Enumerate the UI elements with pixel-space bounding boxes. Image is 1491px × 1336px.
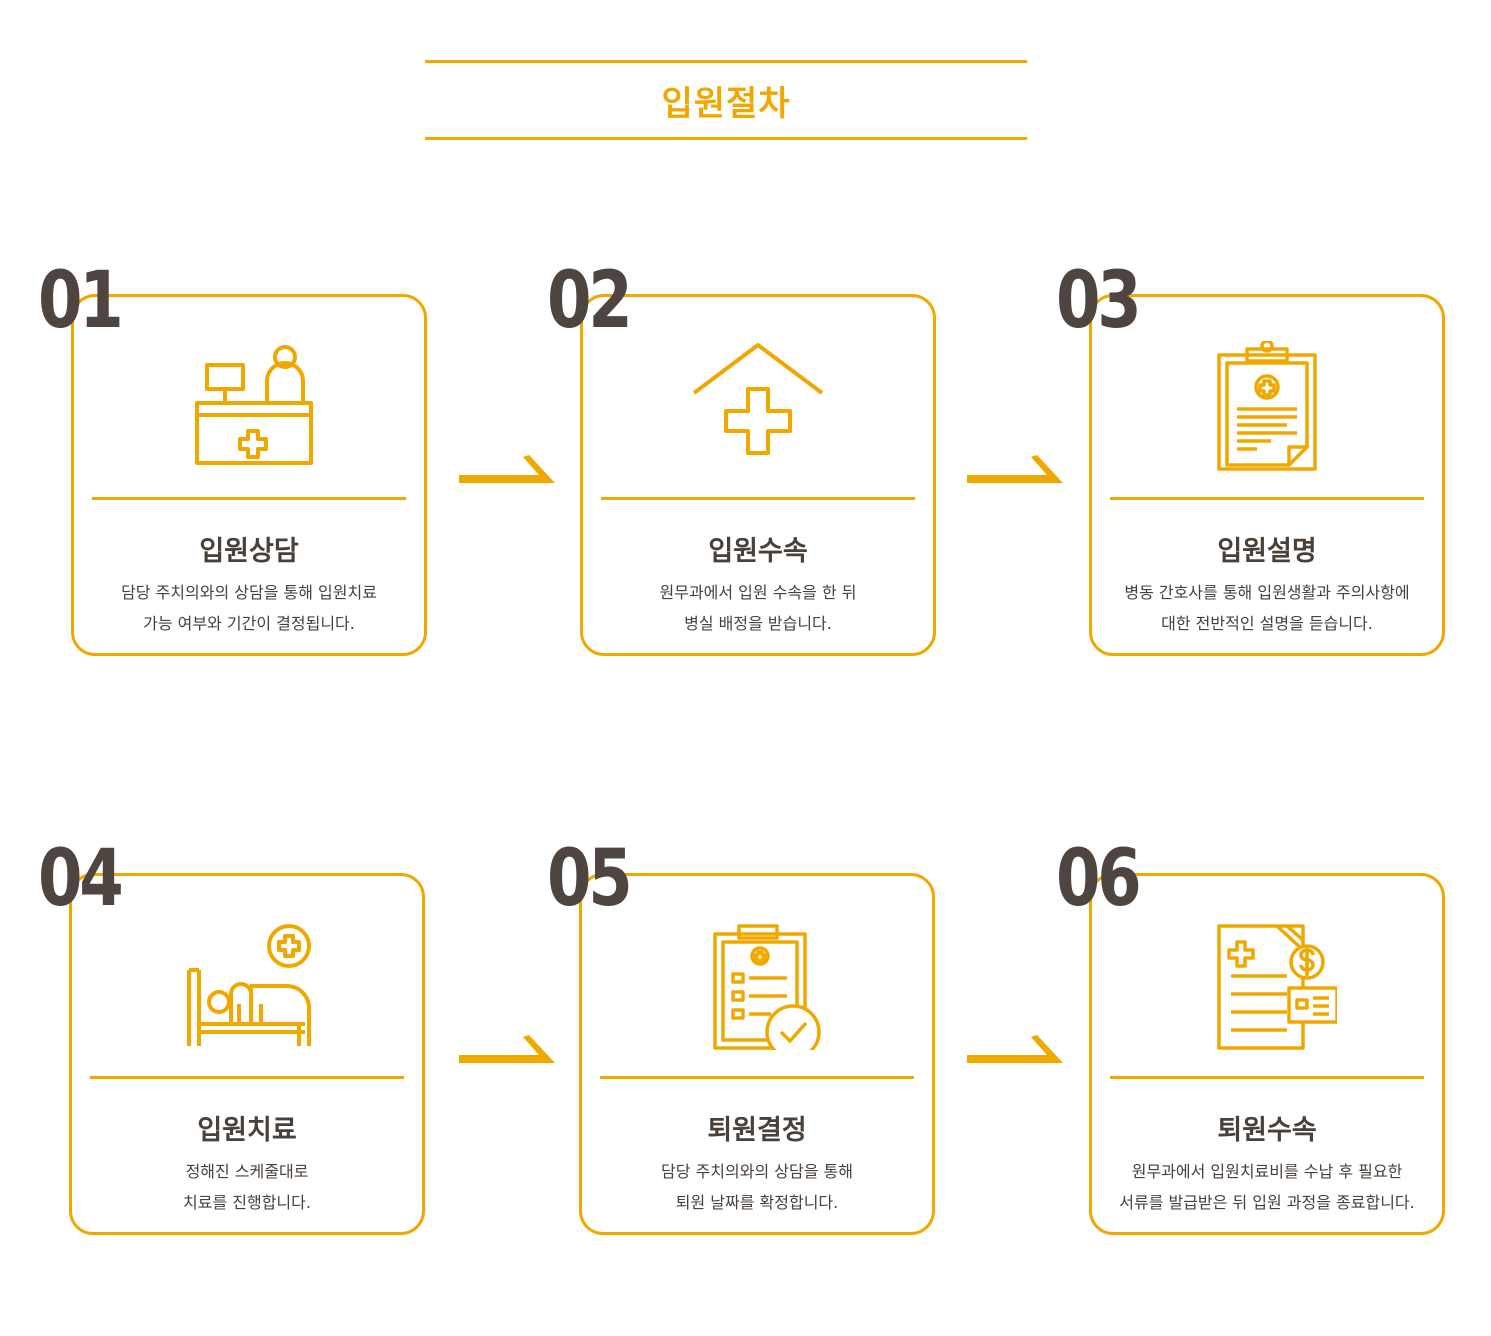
step-title: 입원치료 — [197, 1115, 297, 1146]
card-divider — [1110, 1076, 1424, 1079]
hospital-bed-icon — [177, 920, 317, 1050]
arrow-right-icon — [459, 1035, 557, 1065]
arrow-right-icon — [967, 1035, 1065, 1065]
step-description: 원무과에서 입원 수속을 한 뒤 병실 배정을 받습니다. — [583, 577, 933, 639]
card-divider — [90, 1076, 404, 1079]
step-description-line: 대한 전반적인 설명을 듣습니다. — [1161, 614, 1373, 633]
step-number: 03 — [1056, 256, 1142, 346]
step-number: 04 — [38, 834, 124, 924]
arrow-right-icon — [459, 455, 557, 485]
step-number: 02 — [547, 256, 633, 346]
step-description-line: 병동 간호사를 통해 입원생활과 주의사항에 — [1124, 583, 1410, 602]
step-card-6: 퇴원수속 원무과에서 입원치료비를 수납 후 필요한 서류를 발급받은 뒤 입원… — [1089, 873, 1445, 1235]
medical-clipboard-icon — [1197, 341, 1337, 471]
step-description-line: 원무과에서 입원 수속을 한 뒤 — [659, 583, 857, 602]
card-divider — [601, 497, 915, 500]
step-description-line: 담당 주치의와의 상담을 통해 — [661, 1162, 853, 1181]
step-card-2: 입원수속 원무과에서 입원 수속을 한 뒤 병실 배정을 받습니다. — [580, 294, 936, 656]
step-title: 입원상담 — [199, 536, 299, 567]
reception-desk-icon — [179, 341, 319, 471]
step-description: 원무과에서 입원치료비를 수납 후 필요한 서류를 발급받은 뒤 입원 과정을 … — [1092, 1156, 1442, 1218]
step-description-line: 가능 여부와 기간이 결정됩니다. — [143, 614, 355, 633]
checklist-clipboard-icon — [687, 920, 827, 1050]
step-card-3: 입원설명 병동 간호사를 통해 입원생활과 주의사항에 대한 전반적인 설명을 … — [1089, 294, 1445, 656]
step-description-line: 치료를 진행합니다. — [183, 1193, 311, 1212]
medical-bill-icon — [1197, 920, 1337, 1050]
step-description: 병동 간호사를 통해 입원생활과 주의사항에 대한 전반적인 설명을 듣습니다. — [1092, 577, 1442, 639]
step-title: 입원수속 — [708, 536, 808, 567]
step-description-line: 담당 주치의와의 상담을 통해 입원치료 — [121, 583, 377, 602]
step-card-5: 퇴원결정 담당 주치의와의 상담을 통해 퇴원 날짜를 확정합니다. — [579, 873, 935, 1235]
step-title: 입원설명 — [1217, 536, 1317, 567]
step-title: 퇴원결정 — [707, 1115, 807, 1146]
step-description-line: 퇴원 날짜를 확정합니다. — [675, 1193, 839, 1212]
page-title: 입원절차 — [661, 83, 791, 124]
step-card-1: 입원상담 담당 주치의와의 상담을 통해 입원치료 가능 여부와 기간이 결정됩… — [71, 294, 427, 656]
card-divider — [92, 497, 406, 500]
step-description: 정해진 스케줄대로 치료를 진행합니다. — [72, 1156, 422, 1218]
card-divider — [600, 1076, 914, 1079]
step-number: 06 — [1056, 834, 1142, 924]
step-description-line: 원무과에서 입원치료비를 수납 후 필요한 — [1131, 1162, 1403, 1181]
step-description-line: 정해진 스케줄대로 — [185, 1162, 309, 1181]
arrow-right-icon — [967, 455, 1065, 485]
step-description: 담당 주치의와의 상담을 통해 퇴원 날짜를 확정합니다. — [582, 1156, 932, 1218]
step-number: 01 — [38, 256, 124, 346]
step-card-4: 입원치료 정해진 스케줄대로 치료를 진행합니다. — [69, 873, 425, 1235]
step-title: 퇴원수속 — [1217, 1115, 1317, 1146]
hospital-house-icon — [688, 341, 828, 471]
step-number: 05 — [547, 834, 633, 924]
step-description-line: 서류를 발급받은 뒤 입원 과정을 종료합니다. — [1119, 1193, 1415, 1212]
step-description-line: 병실 배정을 받습니다. — [684, 614, 832, 633]
step-description: 담당 주치의와의 상담을 통해 입원치료 가능 여부와 기간이 결정됩니다. — [74, 577, 424, 639]
card-divider — [1110, 497, 1424, 500]
page-title-block: 입원절차 — [425, 60, 1027, 140]
